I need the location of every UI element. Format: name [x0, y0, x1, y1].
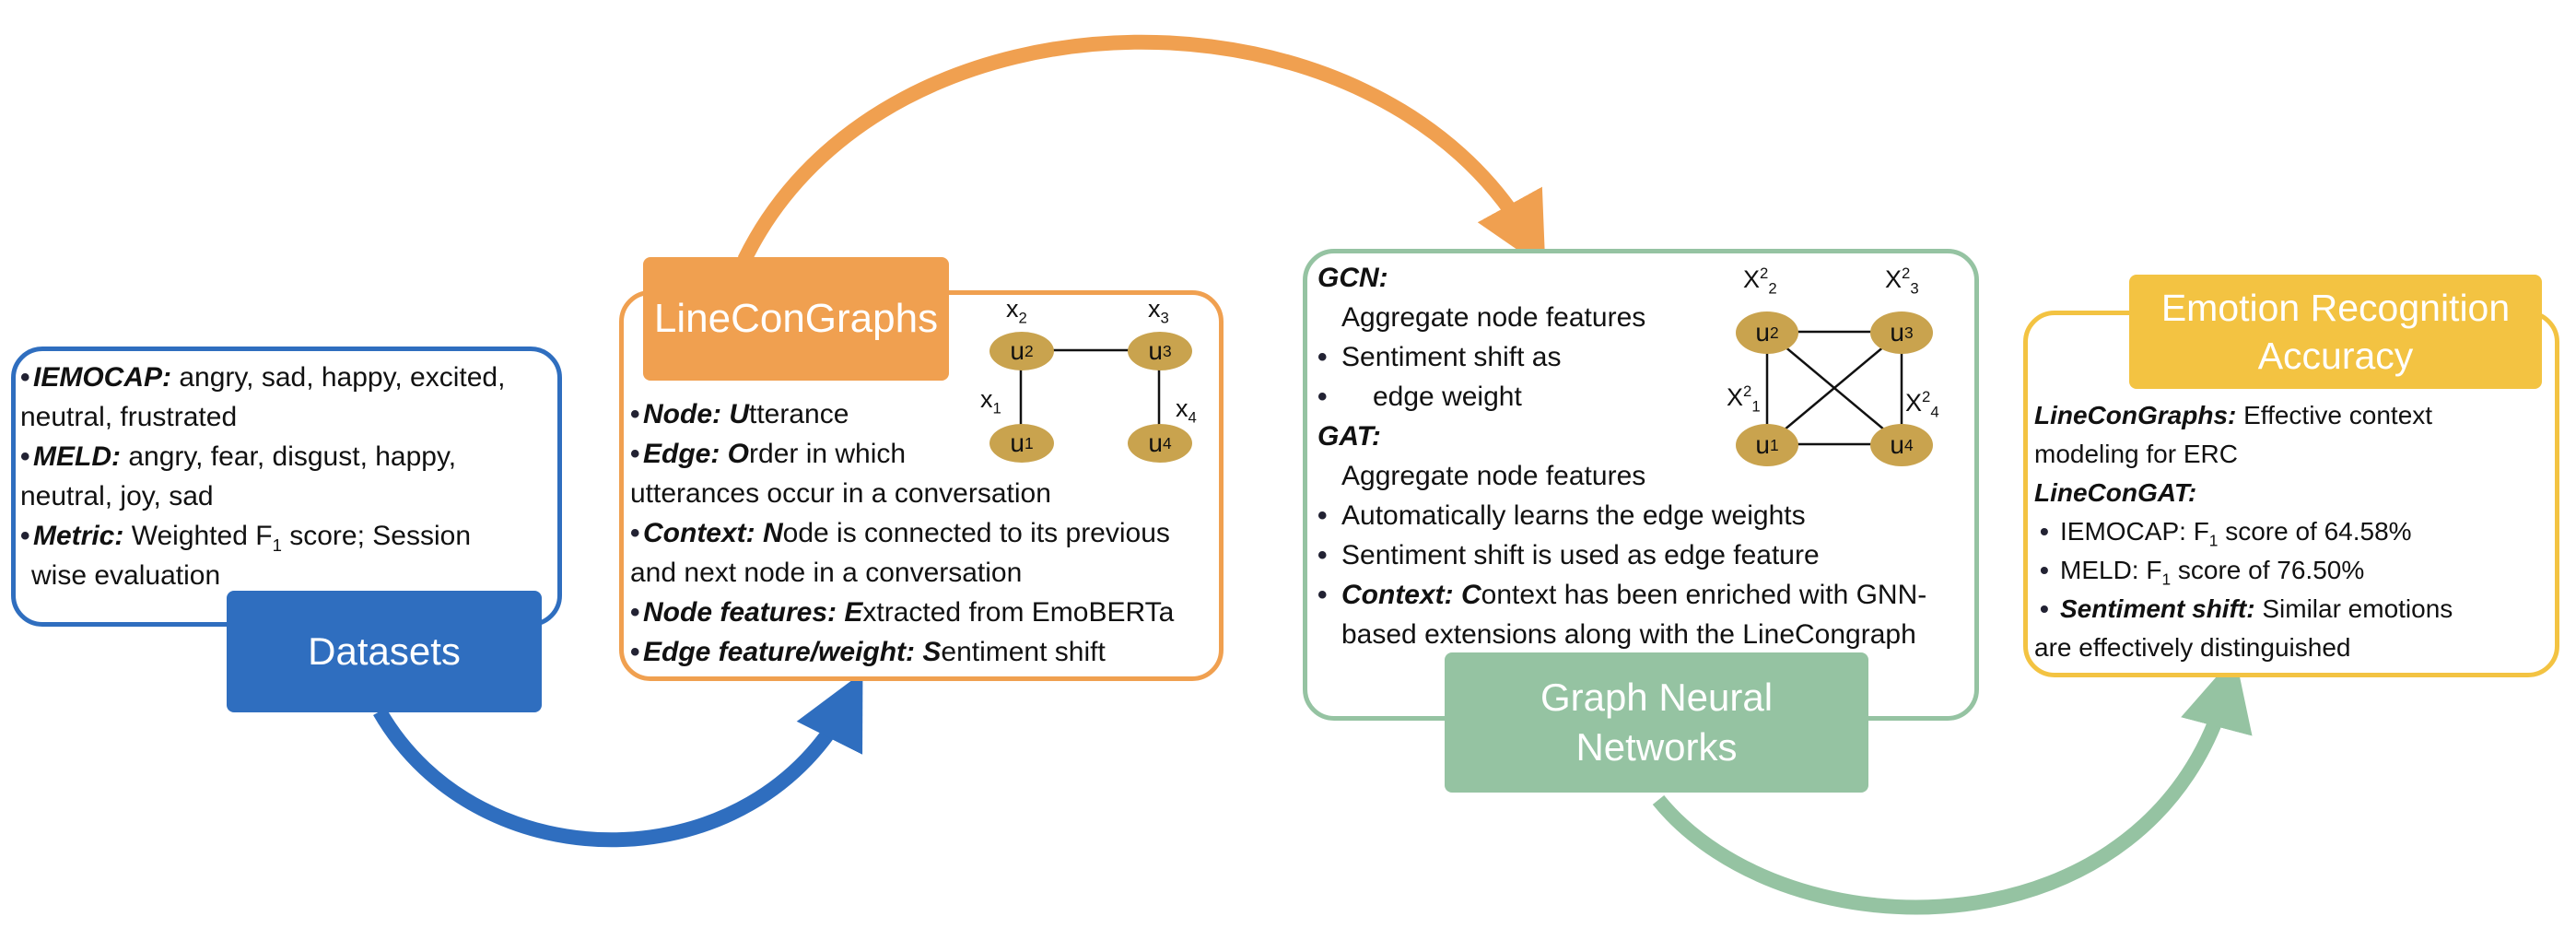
gnn-label-x3: X23	[1885, 264, 1919, 298]
lcg-label-x1: x1	[980, 385, 1001, 417]
lcg-text: •Node: Utterance •Edge: Order in which u…	[630, 399, 1175, 667]
lcg-label-x2: x2	[1006, 295, 1027, 327]
datasets-iemocap: •IEMOCAP: angry, sad, happy, excited,	[20, 362, 506, 393]
gnn-label-x4: X24	[1905, 388, 1939, 421]
arrow-gnn-to-emotion	[1652, 655, 2253, 915]
gnn-text: GCN: Aggregate node features •Sentiment …	[1317, 263, 1927, 650]
datasets-text: •IEMOCAP: angry, sad, happy, excited, ne…	[20, 358, 555, 595]
arrow-lcg-to-gnn	[737, 34, 1546, 270]
datasets-meld: •MELD: angry, fear, disgust, happy,	[20, 441, 457, 472]
gnn-label-x1: X21	[1727, 382, 1761, 416]
datasets-metric: •Metric: Weighted F1 score; Session	[20, 521, 471, 555]
gnn-label-x2: X22	[1743, 264, 1777, 298]
datasets-title: Datasets	[227, 591, 542, 712]
lcg-title: LineConGraphs	[643, 257, 949, 381]
lcg-label-x4: x4	[1176, 394, 1197, 427]
emotion-text: LineConGraphs: Effective context modelin…	[2034, 401, 2453, 662]
lcg-label-x3: x3	[1148, 295, 1169, 327]
arrow-datasets-to-lcg	[373, 672, 863, 848]
gnn-panel	[1303, 249, 1979, 721]
datasets-panel	[11, 347, 562, 627]
